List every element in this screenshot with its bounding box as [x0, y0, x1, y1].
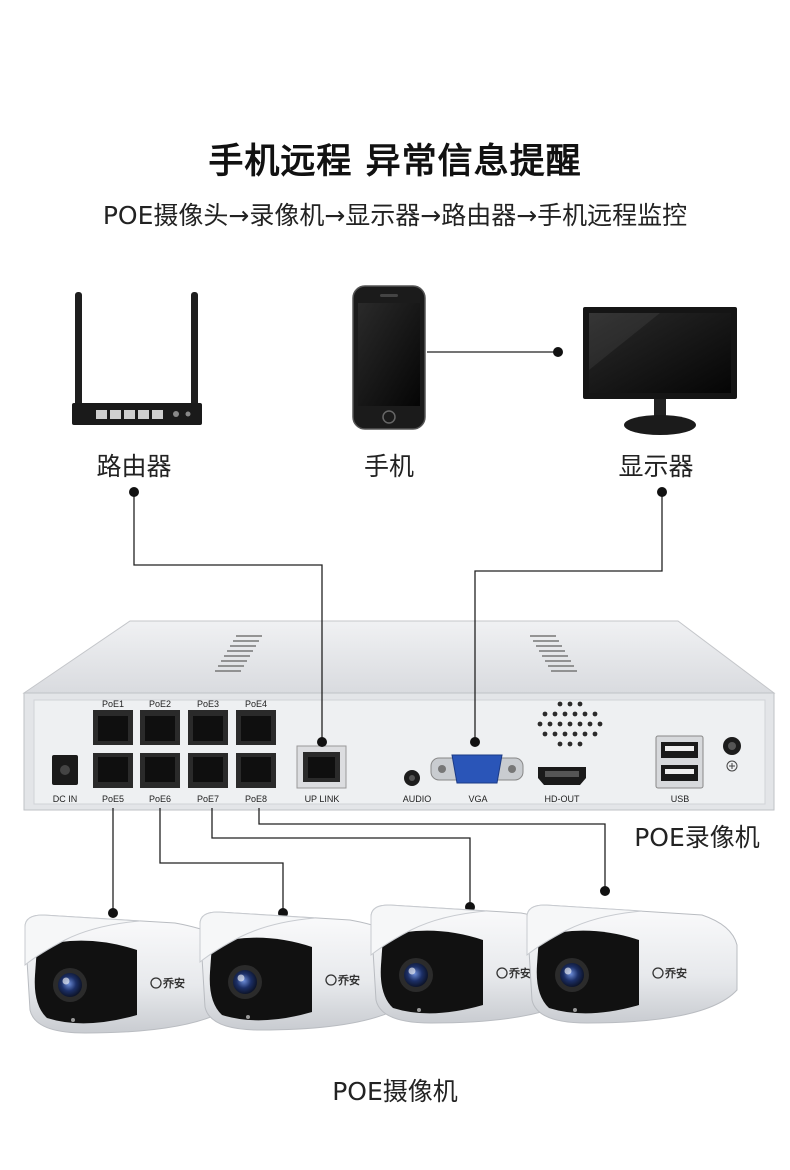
uplink-label: UP LINK [305, 794, 340, 804]
phone-label: 手机 [363, 452, 414, 481]
phone-home-button [382, 410, 396, 424]
poe4-label: PoE4 [245, 699, 267, 709]
poe5-label: PoE5 [102, 794, 124, 804]
camera-4-brand: 乔安 [664, 966, 687, 980]
nvr-label: POE录像机 [634, 823, 760, 852]
monitor-device [583, 307, 737, 435]
camera-4: 乔安 [526, 904, 738, 1024]
monitor-screen [589, 313, 731, 393]
router-antenna-right [191, 292, 198, 410]
vga-label: VGA [468, 794, 487, 804]
monitor-nvr-link [474, 492, 663, 742]
cameras-label: POE摄像机 [332, 1077, 458, 1106]
phone-device [352, 285, 426, 430]
monitor-neck [654, 399, 666, 419]
monitor-label: 显示器 [618, 452, 694, 481]
uplink-link-dot [317, 737, 327, 747]
camera-2: 乔安 [199, 911, 416, 1031]
nvr-top-vent-right [530, 635, 577, 672]
router-antenna-left [75, 292, 82, 410]
router-body [72, 403, 202, 425]
speaker-grill [537, 701, 603, 747]
poe3-label: PoE3 [197, 699, 219, 709]
phone-screen [358, 303, 420, 406]
router-device [72, 292, 202, 425]
vga-port [430, 754, 524, 784]
nvr-device [22, 620, 776, 811]
camera-links [112, 808, 606, 913]
phone-speaker [380, 294, 398, 297]
nvr-top-vent-left [215, 635, 262, 672]
camera-2-brand: 乔安 [337, 973, 360, 987]
page-subtitle: POE摄像头→录像机→显示器→路由器→手机远程监控 [102, 201, 688, 230]
hdmi-port [538, 767, 586, 785]
camera4-link-dot [600, 886, 610, 896]
poe1-label: PoE1 [102, 699, 124, 709]
vga-link-dot [470, 737, 480, 747]
camera-1: 乔安 [24, 914, 241, 1034]
router-nvr-link [133, 492, 323, 742]
poe-ports-bottom [93, 753, 276, 788]
poe6-label: PoE6 [149, 794, 171, 804]
router-ports [96, 410, 191, 419]
camera1-link-dot [108, 908, 118, 918]
monitor-link-dot [657, 487, 667, 497]
hd-out-label: HD-OUT [545, 794, 580, 804]
usb-ports [655, 735, 704, 789]
dc-in-label: DC IN [53, 794, 78, 804]
poe8-label: PoE8 [245, 794, 267, 804]
router-label: 路由器 [96, 452, 172, 481]
camera-3-brand: 乔安 [508, 966, 531, 980]
phone-monitor-link [427, 347, 563, 357]
page-title: 手机远程 异常信息提醒 [208, 142, 582, 182]
audio-label: AUDIO [403, 794, 432, 804]
camera-1-brand: 乔安 [162, 976, 185, 990]
monitor-stand [624, 415, 696, 435]
poe2-label: PoE2 [149, 699, 171, 709]
router-link-dot [129, 487, 139, 497]
poe7-label: PoE7 [197, 794, 219, 804]
usb-label: USB [671, 794, 690, 804]
poe-ports-top [93, 710, 276, 745]
nvr-top [22, 620, 776, 694]
